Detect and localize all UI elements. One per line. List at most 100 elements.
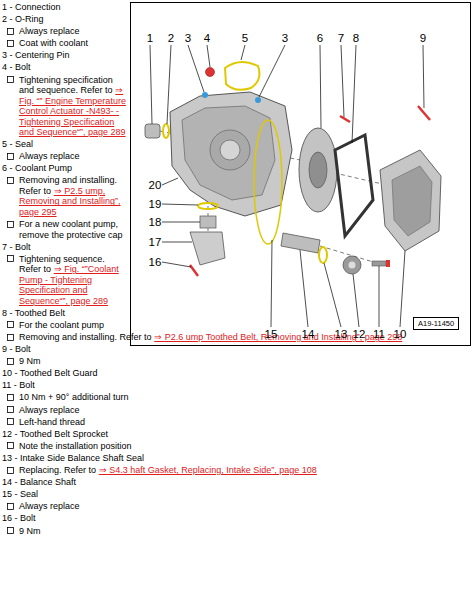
checkbox-symbol	[7, 321, 15, 329]
checkbox-symbol	[7, 177, 15, 185]
part-heading: 6 - Coolant Pump	[2, 163, 128, 174]
note-text: Replacing. Refer to	[19, 465, 96, 475]
part-name: 4 - Bolt	[2, 62, 31, 72]
note-text: 9 Nm	[19, 356, 41, 366]
callout-number: 17	[149, 236, 162, 248]
callout-number: 4	[204, 32, 210, 44]
part-heading: 11 - Bolt	[2, 380, 452, 391]
part-heading: 15 - Seal	[2, 489, 452, 500]
callout-number: 10	[394, 328, 407, 340]
note-line: Always replace	[19, 501, 469, 512]
checkbox-symbol	[7, 418, 15, 426]
part-heading: 12 - Toothed Belt Sprocket	[2, 429, 452, 440]
callout-number: 13	[335, 328, 348, 340]
part-name: 8 - Toothed Belt	[2, 308, 65, 318]
note-line: Replacing. Refer to⇒ S4.3 haft Gasket, R…	[19, 465, 469, 476]
checkbox-symbol	[7, 394, 15, 402]
checkbox-symbol	[7, 358, 15, 366]
note-line: Left-hand thread	[19, 417, 469, 428]
callout-number: 18	[149, 216, 162, 228]
part-name: 13 - Intake Side Balance Shaft Seal	[2, 453, 144, 463]
note-text: 9 Nm	[19, 526, 41, 536]
part-heading: 14 - Balance Shaft	[2, 477, 452, 488]
cross-reference: ⇒ S4.3 haft Gasket, Replacing, Intake Si…	[99, 465, 317, 475]
parts-list: 1 - Connection2 - O-RingAlways replaceCo…	[2, 2, 469, 538]
checkbox-symbol	[7, 406, 15, 414]
callout-number: 3	[282, 32, 288, 44]
callout-number: 8	[353, 32, 359, 44]
checkbox-symbol	[7, 334, 15, 342]
note-line: Removing and installing. Refer to⇒ P2.5 …	[19, 175, 129, 217]
callout-number: 14	[302, 328, 315, 340]
note-line: For a new coolant pump, remove the prote…	[19, 219, 129, 240]
note-text: Tightening specification and sequence. R…	[19, 75, 113, 96]
part-heading: 3 - Centering Pin	[2, 50, 128, 61]
part-name: 10 - Toothed Belt Guard	[2, 368, 97, 378]
checkbox-symbol	[7, 467, 15, 475]
part-heading: 5 - Seal	[2, 139, 128, 150]
part-heading: 8 - Toothed Belt	[2, 308, 452, 319]
note-text: Always replace	[19, 405, 80, 415]
part-name: 2 - O-Ring	[2, 14, 44, 24]
part-name: 12 - Toothed Belt Sprocket	[2, 429, 108, 439]
callout-number: 12	[353, 328, 366, 340]
callout-number: 15	[265, 328, 278, 340]
part-heading: 9 - Bolt	[2, 344, 452, 355]
checkbox-symbol	[7, 503, 15, 511]
part-heading: 1 - Connection	[2, 2, 128, 13]
callout-number: 11	[373, 328, 385, 340]
part-name: 6 - Coolant Pump	[2, 163, 72, 173]
figure-id-box: A19-11450	[413, 317, 459, 330]
callout-number: 7	[338, 32, 344, 44]
note-text: 10 Nm + 90° additional turn	[19, 392, 128, 402]
callout-number: 9	[420, 32, 426, 44]
part-heading: 2 - O-Ring	[2, 14, 128, 25]
note-text: Note the installation position	[19, 441, 132, 451]
note-line: Tightening specification and sequence. R…	[19, 75, 129, 138]
part-name: 3 - Centering Pin	[2, 50, 70, 60]
note-text: Always replace	[19, 501, 80, 511]
note-line: 10 Nm + 90° additional turn	[19, 392, 469, 403]
figure-id: A19-11450	[418, 319, 454, 328]
part-name: 5 - Seal	[2, 139, 33, 149]
part-name: 11 - Bolt	[2, 380, 35, 390]
note-line: 9 Nm	[19, 526, 469, 537]
note-text: Removing and installing. Refer to	[19, 332, 152, 342]
checkbox-symbol	[7, 28, 15, 36]
part-heading: 13 - Intake Side Balance Shaft Seal	[2, 453, 452, 464]
callout-number: 5	[242, 32, 248, 44]
part-heading: 16 - Bolt	[2, 513, 452, 524]
part-heading: 7 - Bolt	[2, 242, 128, 253]
callout-number: 6	[317, 32, 323, 44]
callout-number: 20	[149, 179, 162, 191]
callout-number: 3	[185, 32, 191, 44]
note-text: For a new coolant pump, remove the prote…	[19, 219, 123, 240]
callout-number: 1	[147, 32, 153, 44]
note-text: Always replace	[19, 26, 80, 36]
checkbox-symbol	[7, 527, 15, 535]
part-heading: 10 - Toothed Belt Guard	[2, 368, 452, 379]
note-text: Coat with coolant	[19, 38, 88, 48]
checkbox-symbol	[7, 255, 15, 263]
note-text: Always replace	[19, 151, 80, 161]
note-line: Always replace	[19, 405, 469, 416]
callout-number: 2	[168, 32, 174, 44]
note-line: Coat with coolant	[19, 38, 129, 49]
part-name: 7 - Bolt	[2, 242, 31, 252]
checkbox-symbol	[7, 76, 15, 84]
part-name: 15 - Seal	[2, 489, 38, 499]
note-line: Always replace	[19, 26, 129, 37]
note-line: Always replace	[19, 151, 129, 162]
note-line: Note the installation position	[19, 441, 469, 452]
checkbox-symbol	[7, 442, 15, 450]
part-heading: 4 - Bolt	[2, 62, 128, 73]
checkbox-symbol	[7, 40, 15, 48]
checkbox-symbol	[7, 221, 15, 229]
part-name: 16 - Bolt	[2, 513, 36, 523]
part-name: 9 - Bolt	[2, 344, 31, 354]
callout-number: 16	[149, 256, 162, 268]
checkbox-symbol	[7, 153, 15, 161]
part-name: 14 - Balance Shaft	[2, 477, 76, 487]
note-text: For the coolant pump	[19, 320, 104, 330]
